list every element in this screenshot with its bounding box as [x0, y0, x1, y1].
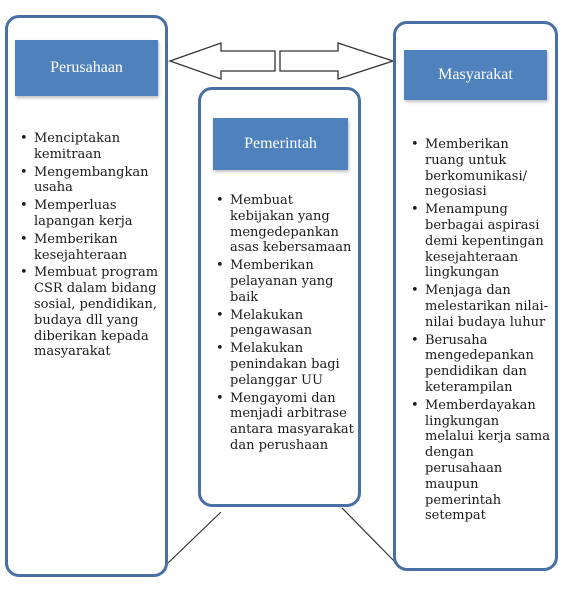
list-item-text: Berusaha mengedepankan pendidikan dan ke… [425, 332, 534, 395]
list-item: • Mengembangkan usaha [20, 165, 160, 197]
list-item-text: Memberdayakan lingkungan melalui kerja s… [425, 397, 550, 524]
list-item: • Menampung berbagai aspirasi demi kepent… [411, 202, 551, 281]
bullet-icon: • [20, 231, 28, 247]
bullet-icon: • [20, 198, 28, 214]
list-item-text: Membuat program CSR dalam bidang sosial,… [34, 265, 159, 360]
list-item: • Melakukan penindakan bagi pelanggar UU [216, 341, 356, 388]
list-item-text: Memberikan kesejahteraan [34, 231, 128, 263]
header-pemerintah: Pemerintah [213, 118, 348, 170]
header-perusahaan: Perusahaan [15, 40, 158, 96]
list-item: • Berusaha mengedepankan pendidikan dan k… [411, 333, 551, 396]
list-item-text: Melakukan penindakan bagi pelanggar UU [230, 341, 340, 388]
bullet-icon: • [20, 131, 28, 146]
connector-line-right [341, 507, 399, 566]
connector-line-left [167, 511, 222, 564]
bullet-icon: • [411, 283, 419, 299]
bullet-icon: • [216, 258, 224, 274]
list-item-text: Menampung berbagai aspirasi demi kepenti… [425, 202, 544, 281]
list-item-text: Melakukan pengawasan [230, 307, 313, 339]
list-item-text: Mengembangkan usaha [34, 164, 149, 196]
list-item: • Memperluas lapangan kerja [20, 198, 160, 230]
list-item: • Memberdayakan lingkungan melalui kerja … [411, 398, 551, 524]
double-arrow-left [168, 42, 276, 80]
list-item-text: Mengayomi dan menjadi arbitrase antara m… [230, 390, 354, 453]
list-item: • Membuat kebijakan yang mengedepankan as… [216, 193, 356, 256]
header-masyarakat: Masyarakat [404, 50, 547, 100]
list-item: • Melakukan pengawasan [216, 308, 356, 340]
list-masyarakat: • Memberikan ruang untuk berkomunikasi/ n… [411, 137, 551, 526]
list-item-text: Memberikan ruang untuk berkomunikasi/ ne… [425, 137, 528, 200]
list-item: • Memberikan kesejahteraan [20, 232, 160, 264]
list-item-text: Menjaga dan melestarikan nilai-nilai bud… [425, 283, 549, 330]
list-perusahaan: • Menciptakan kemitraan • Mengembangkan usa… [20, 131, 160, 362]
list-item: • Menciptakan kemitraan [20, 131, 160, 163]
bullet-icon: • [216, 193, 224, 208]
panel-masyarakat [393, 21, 558, 571]
bullet-icon: • [216, 390, 224, 406]
panel-perusahaan [5, 15, 168, 577]
list-pemerintah: • Membuat kebijakan yang mengedepankan as… [216, 193, 356, 456]
list-item: • Menjaga dan melestarikan nilai-nilai bu… [411, 283, 551, 330]
list-item-text: Membuat kebijakan yang mengedepankan asa… [230, 193, 352, 256]
list-item-text: Memberikan pelayanan yang baik [230, 258, 334, 305]
bullet-icon: • [411, 397, 419, 413]
list-item-text: Memperluas lapangan kerja [34, 198, 133, 229]
bullet-icon: • [411, 202, 419, 218]
bullet-icon: • [20, 265, 28, 281]
bullet-icon: • [411, 137, 419, 152]
bullet-icon: • [216, 307, 224, 323]
list-item: • Mengayomi dan menjadi arbitrase antara … [216, 391, 356, 454]
double-arrow-right [279, 42, 396, 80]
list-item: • Memberikan pelayanan yang baik [216, 258, 356, 305]
list-item-text: Menciptakan kemitraan [34, 131, 121, 162]
bullet-icon: • [411, 332, 419, 348]
bullet-icon: • [216, 341, 224, 357]
list-item: • Memberikan ruang untuk berkomunikasi/ n… [411, 137, 551, 200]
list-item: • Membuat program CSR dalam bidang sosial… [20, 265, 160, 360]
bullet-icon: • [20, 164, 28, 180]
